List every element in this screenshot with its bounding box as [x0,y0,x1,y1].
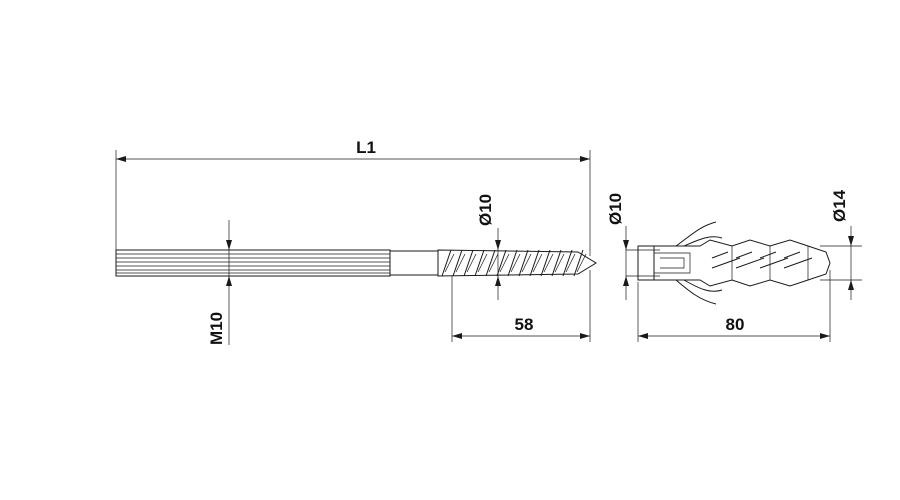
dimension-plug-inner-diameter: Ø10 [606,193,660,300]
dimension-label-80: 80 [726,315,745,334]
dimension-label-screw-diameter: Ø10 [476,194,495,226]
dimension-58: 58 [451,270,591,342]
wall-plug [637,221,831,305]
dimension-label-m10: M10 [207,312,226,345]
dimension-label-l1: L1 [356,138,376,157]
dimension-label-58: 58 [515,315,534,334]
dimension-label-plug-outer-diameter: Ø14 [830,189,849,222]
dimension-m10: M10 [207,220,232,345]
bolt-collar [389,250,439,276]
dimension-80: 80 [637,270,831,342]
dimension-plug-outer-diameter: Ø14 [820,189,862,300]
hanger-bolt [115,249,597,277]
wood-screw-thread [437,249,597,277]
dimension-l1: L1 [115,138,591,256]
shank-texture [116,253,390,274]
dimension-screw-diameter: Ø10 [476,194,501,300]
dimension-label-plug-inner-diameter: Ø10 [606,193,625,225]
